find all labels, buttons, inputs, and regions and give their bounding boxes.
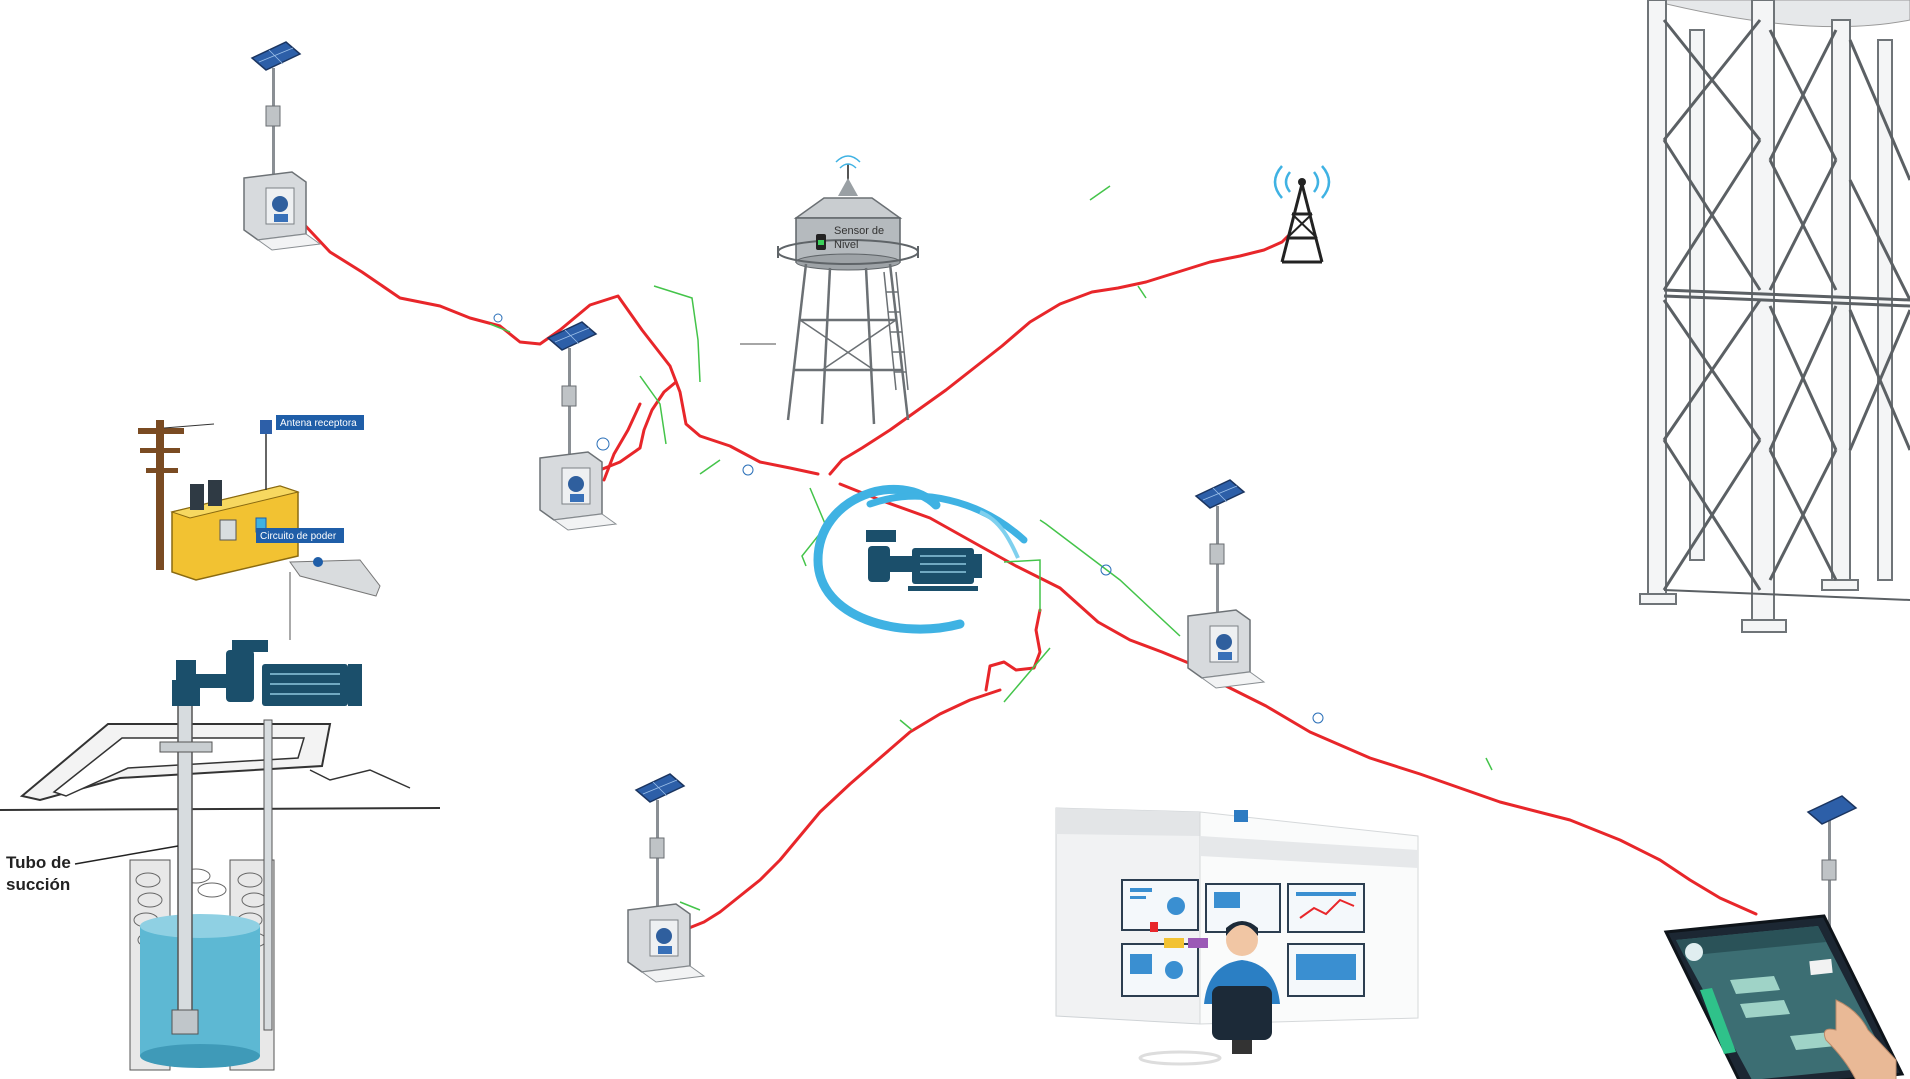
suction-pipe-label-line1: Tubo de (6, 853, 71, 872)
utility-pole-icon (138, 420, 215, 570)
solar-station-southeast (1806, 795, 1858, 940)
power-panel-box (170, 420, 381, 640)
annotation-marks (493, 313, 1324, 724)
receiver-antenna-label: Antena receptora (280, 418, 357, 429)
well-icon (0, 640, 441, 1071)
level-sensor-label-line1: Sensor de (834, 225, 884, 237)
pump-motor-icon (813, 484, 1028, 634)
solar-station-west (539, 321, 617, 531)
pipeline-south-west (682, 688, 1002, 932)
power-circuit-callout (256, 528, 344, 543)
pipeline-west-lateral (602, 402, 642, 482)
water-tower-icon: Sensor de Nivel (740, 155, 919, 425)
level-sensor-label-line2: Nivel (834, 239, 858, 251)
tablet-hmi-icon (1663, 914, 1905, 1079)
solar-station-east (1187, 479, 1265, 689)
solar-station-southwest (627, 773, 705, 983)
pipeline-south-east (838, 482, 1758, 916)
lateral-lines (489, 185, 1493, 911)
radio-antenna-icon (1273, 165, 1331, 264)
receiver-antenna-callout (276, 415, 364, 430)
pipeline-network (298, 218, 1758, 932)
suction-pipe-label-line2: succión (6, 875, 70, 894)
power-circuit-label: Circuito de poder (260, 531, 337, 542)
control-room-icon (1055, 807, 1419, 1066)
steel-tower-structure-icon (1639, 0, 1910, 633)
pipeline-south-branch (984, 608, 1042, 692)
solar-station-northwest (243, 41, 321, 251)
pipeline-north-east (828, 232, 1292, 476)
pipeline-north-west (298, 218, 820, 476)
